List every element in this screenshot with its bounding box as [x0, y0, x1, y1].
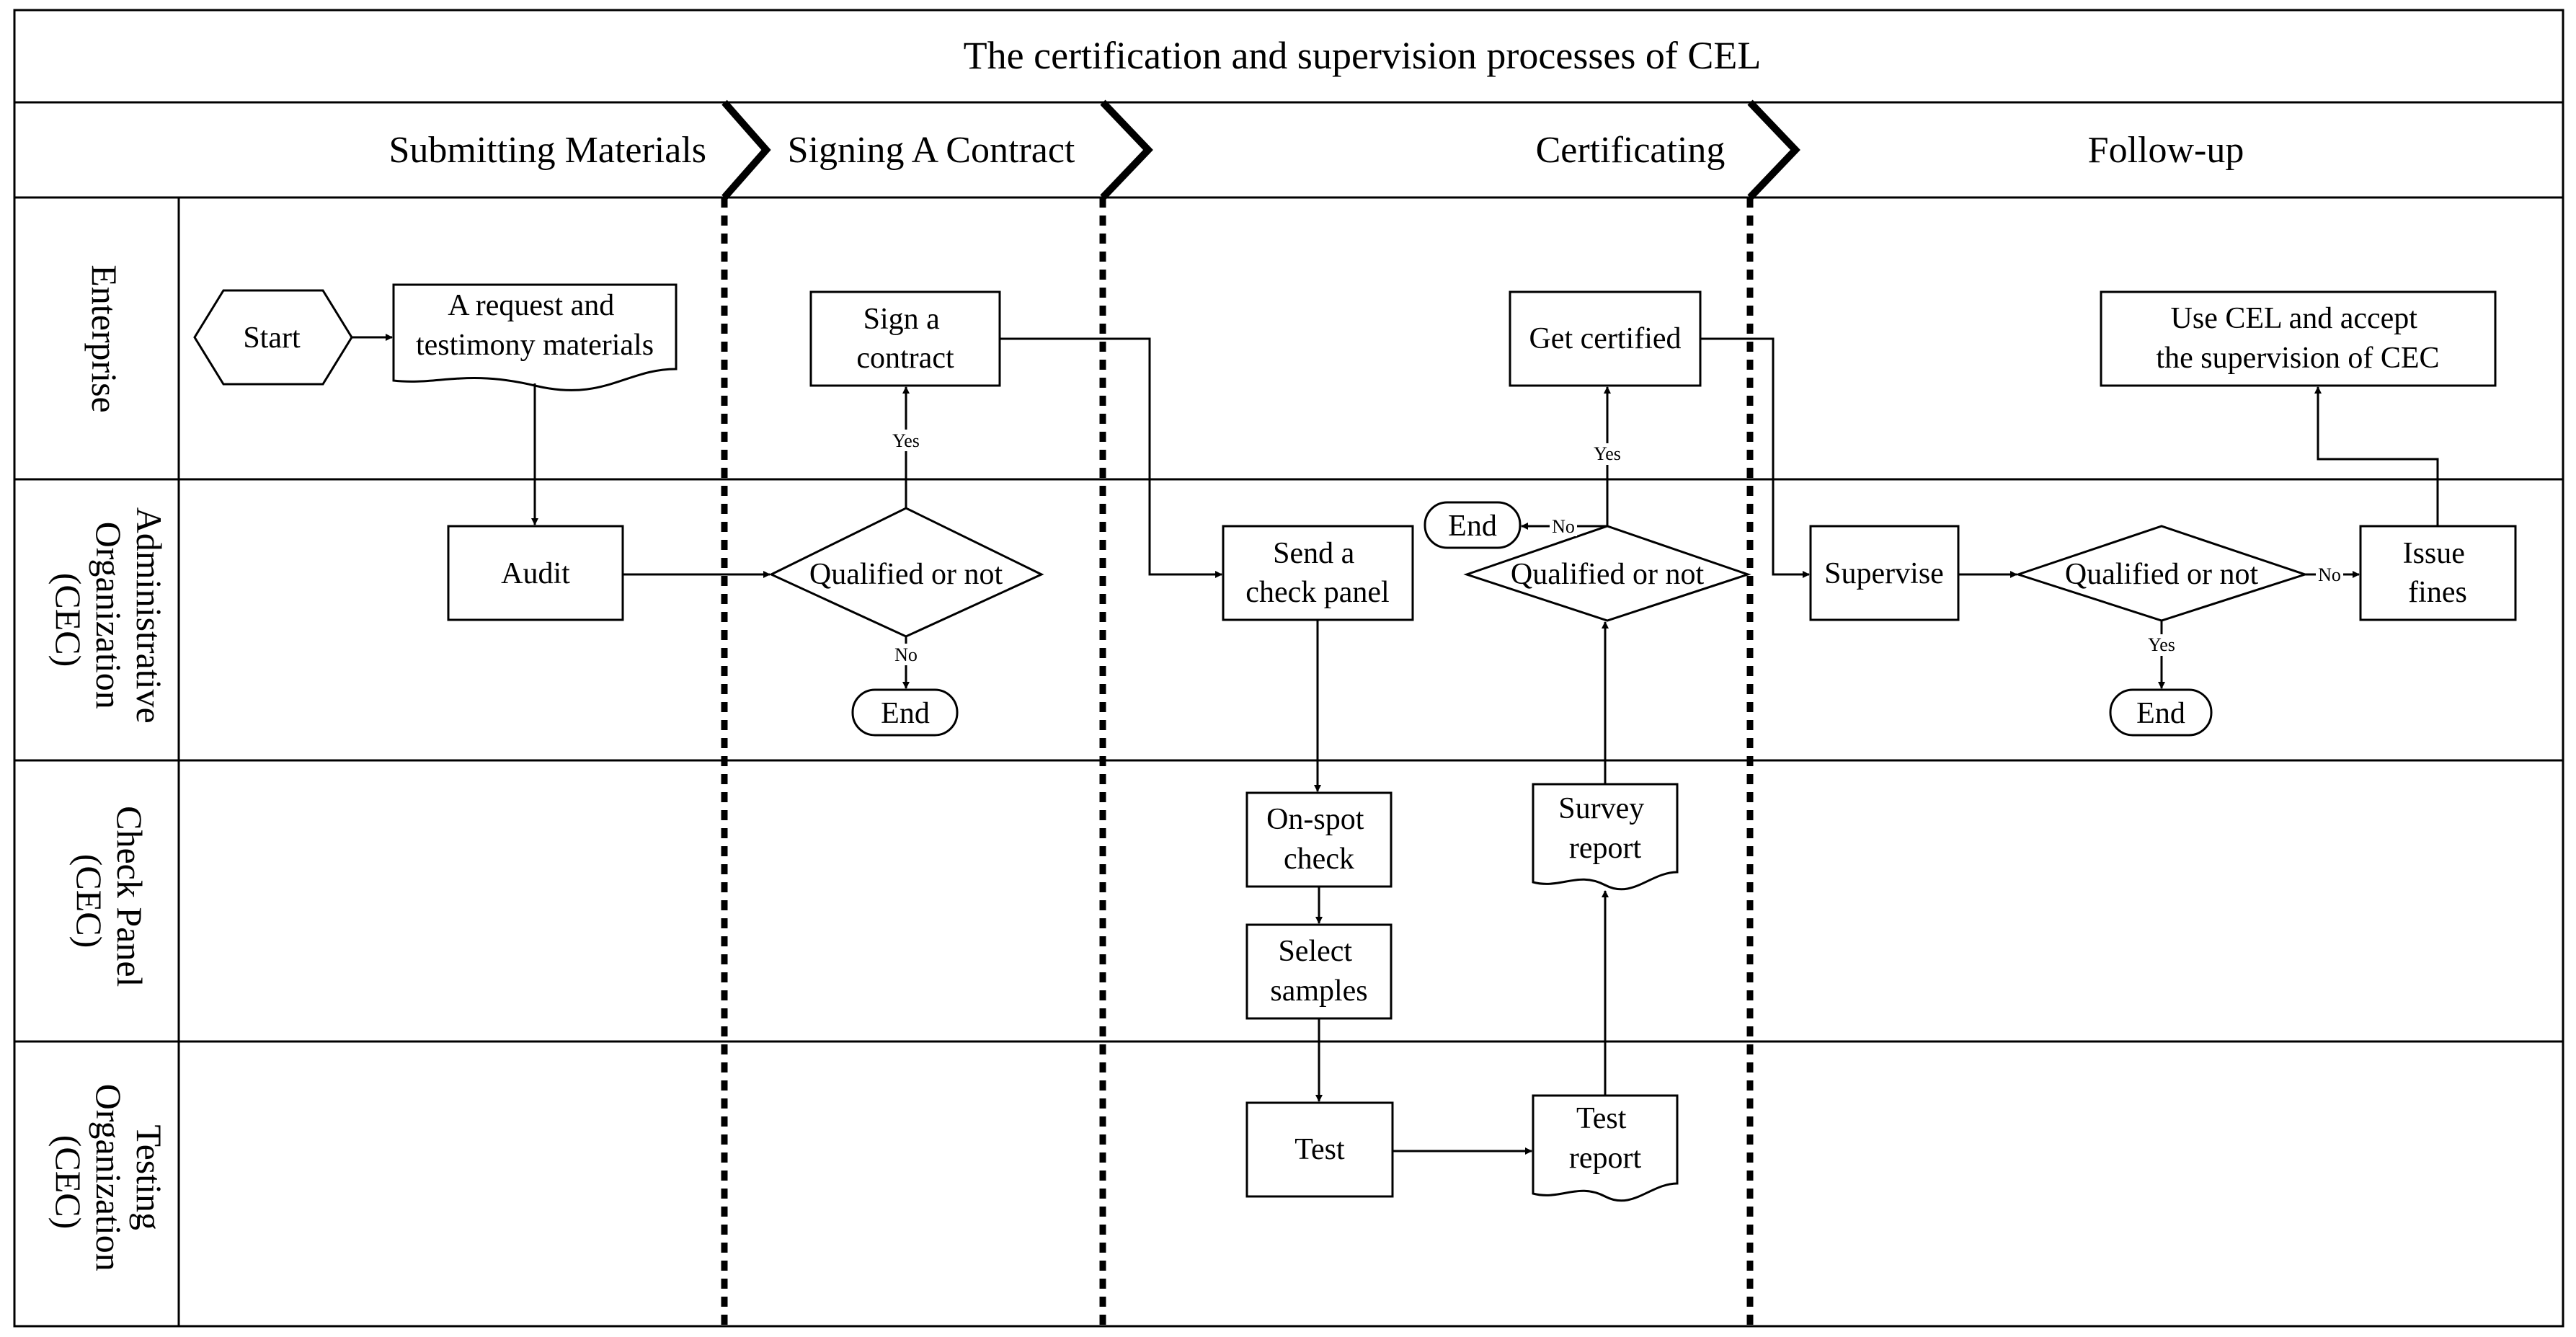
get-certified-box: Get certified: [1509, 290, 1702, 387]
label-no-1: No: [894, 644, 918, 665]
on-spot-check-box: On-spot check: [1245, 791, 1393, 888]
send-check-panel-box: Send a check panel: [1222, 525, 1414, 621]
svg-text:Test report: Test report: [1569, 1102, 1642, 1175]
survey-report-document: Survey report: [1532, 783, 1679, 891]
svg-text:Supervise: Supervise: [1824, 557, 1944, 590]
flow-connectors: [352, 334, 2439, 1155]
diagram-title: The certification and supervision proces…: [964, 34, 1762, 77]
phase-certificating: Certificating: [1536, 130, 1726, 171]
svg-text:End: End: [2136, 697, 2185, 730]
issue-fines-box: Issue fines: [2359, 525, 2517, 621]
svg-text:Qualified or not: Qualified or not: [809, 558, 1003, 591]
svg-text:Use CEL and accept the s: Use CEL and accept the supervision of CE…: [2156, 302, 2439, 375]
svg-text:Test: Test: [1294, 1133, 1345, 1166]
lane-testing: Testing Organization (CEC): [48, 1084, 169, 1281]
decision-qualified-3: Qualified or not: [2015, 525, 2309, 622]
svg-text:Qualified or not: Qualified or not: [1511, 558, 1705, 591]
svg-text:Sign a contract: Sign a contract: [856, 303, 954, 375]
svg-text:Start: Start: [243, 321, 301, 355]
supervise-box: Supervise: [1809, 525, 1960, 621]
use-cel-box: Use CEL and accept the supervision of CE…: [2100, 290, 2497, 387]
decision-qualified-2: Qualified or not: [1463, 525, 1751, 622]
label-yes-2: Yes: [1594, 443, 1621, 464]
sign-contract-box: Sign a contract: [809, 290, 1001, 387]
label-yes-1: Yes: [892, 430, 920, 451]
phase-chevron: [1747, 99, 1800, 200]
lane-enterprise: Enterprise: [84, 265, 125, 412]
svg-text:Select samples: Select samples: [1270, 935, 1367, 1008]
end-terminal-2: End: [1424, 501, 1522, 549]
label-no-2: No: [1552, 516, 1575, 537]
phase-signing-contract: Signing A Contract: [788, 130, 1075, 171]
phase-chevron: [721, 99, 771, 200]
lane-administrative: Administrative Organization (CEC): [48, 507, 169, 732]
lane-check-panel: Check Panel (CEC): [69, 806, 150, 996]
svg-text:Qualified or not: Qualified or not: [2065, 558, 2259, 591]
svg-text:Send a check panel: Send a check panel: [1245, 537, 1389, 609]
phase-submitting-materials: Submitting Materials: [388, 130, 706, 171]
label-no-3: No: [2318, 564, 2341, 585]
end-terminal-1: End: [851, 688, 959, 737]
phase-dividers: [721, 99, 1800, 1326]
swimlane-grid: [13, 9, 2564, 1328]
select-samples-box: Select samples: [1245, 923, 1393, 1020]
decision-qualified-1: Qualified or not: [768, 507, 1044, 638]
test-report-document: Test report: [1532, 1094, 1679, 1202]
svg-text:Get certified: Get certified: [1529, 322, 1681, 355]
request-document: A request and testimony materials: [392, 283, 678, 391]
phase-chevron: [1100, 99, 1153, 200]
label-yes-3: Yes: [2148, 634, 2175, 655]
svg-text:On-spot check: On-spot check: [1266, 803, 1372, 876]
phase-follow-up: Follow-up: [2088, 130, 2244, 171]
svg-text:Survey report: Survey report: [1558, 792, 1652, 865]
svg-text:Issue fines: Issue fines: [2403, 537, 2473, 609]
svg-text:Audit: Audit: [501, 557, 570, 590]
svg-text:End: End: [881, 697, 930, 730]
svg-text:A request and testimony: A request and testimony materials: [416, 289, 654, 362]
audit-box: Audit: [447, 525, 624, 621]
end-terminal-3: End: [2109, 688, 2213, 737]
edge-labels: Yes No Yes No Yes No: [888, 430, 2343, 665]
svg-text:End: End: [1448, 510, 1497, 543]
start-node: Start: [193, 289, 353, 386]
test-box: Test: [1245, 1101, 1394, 1198]
